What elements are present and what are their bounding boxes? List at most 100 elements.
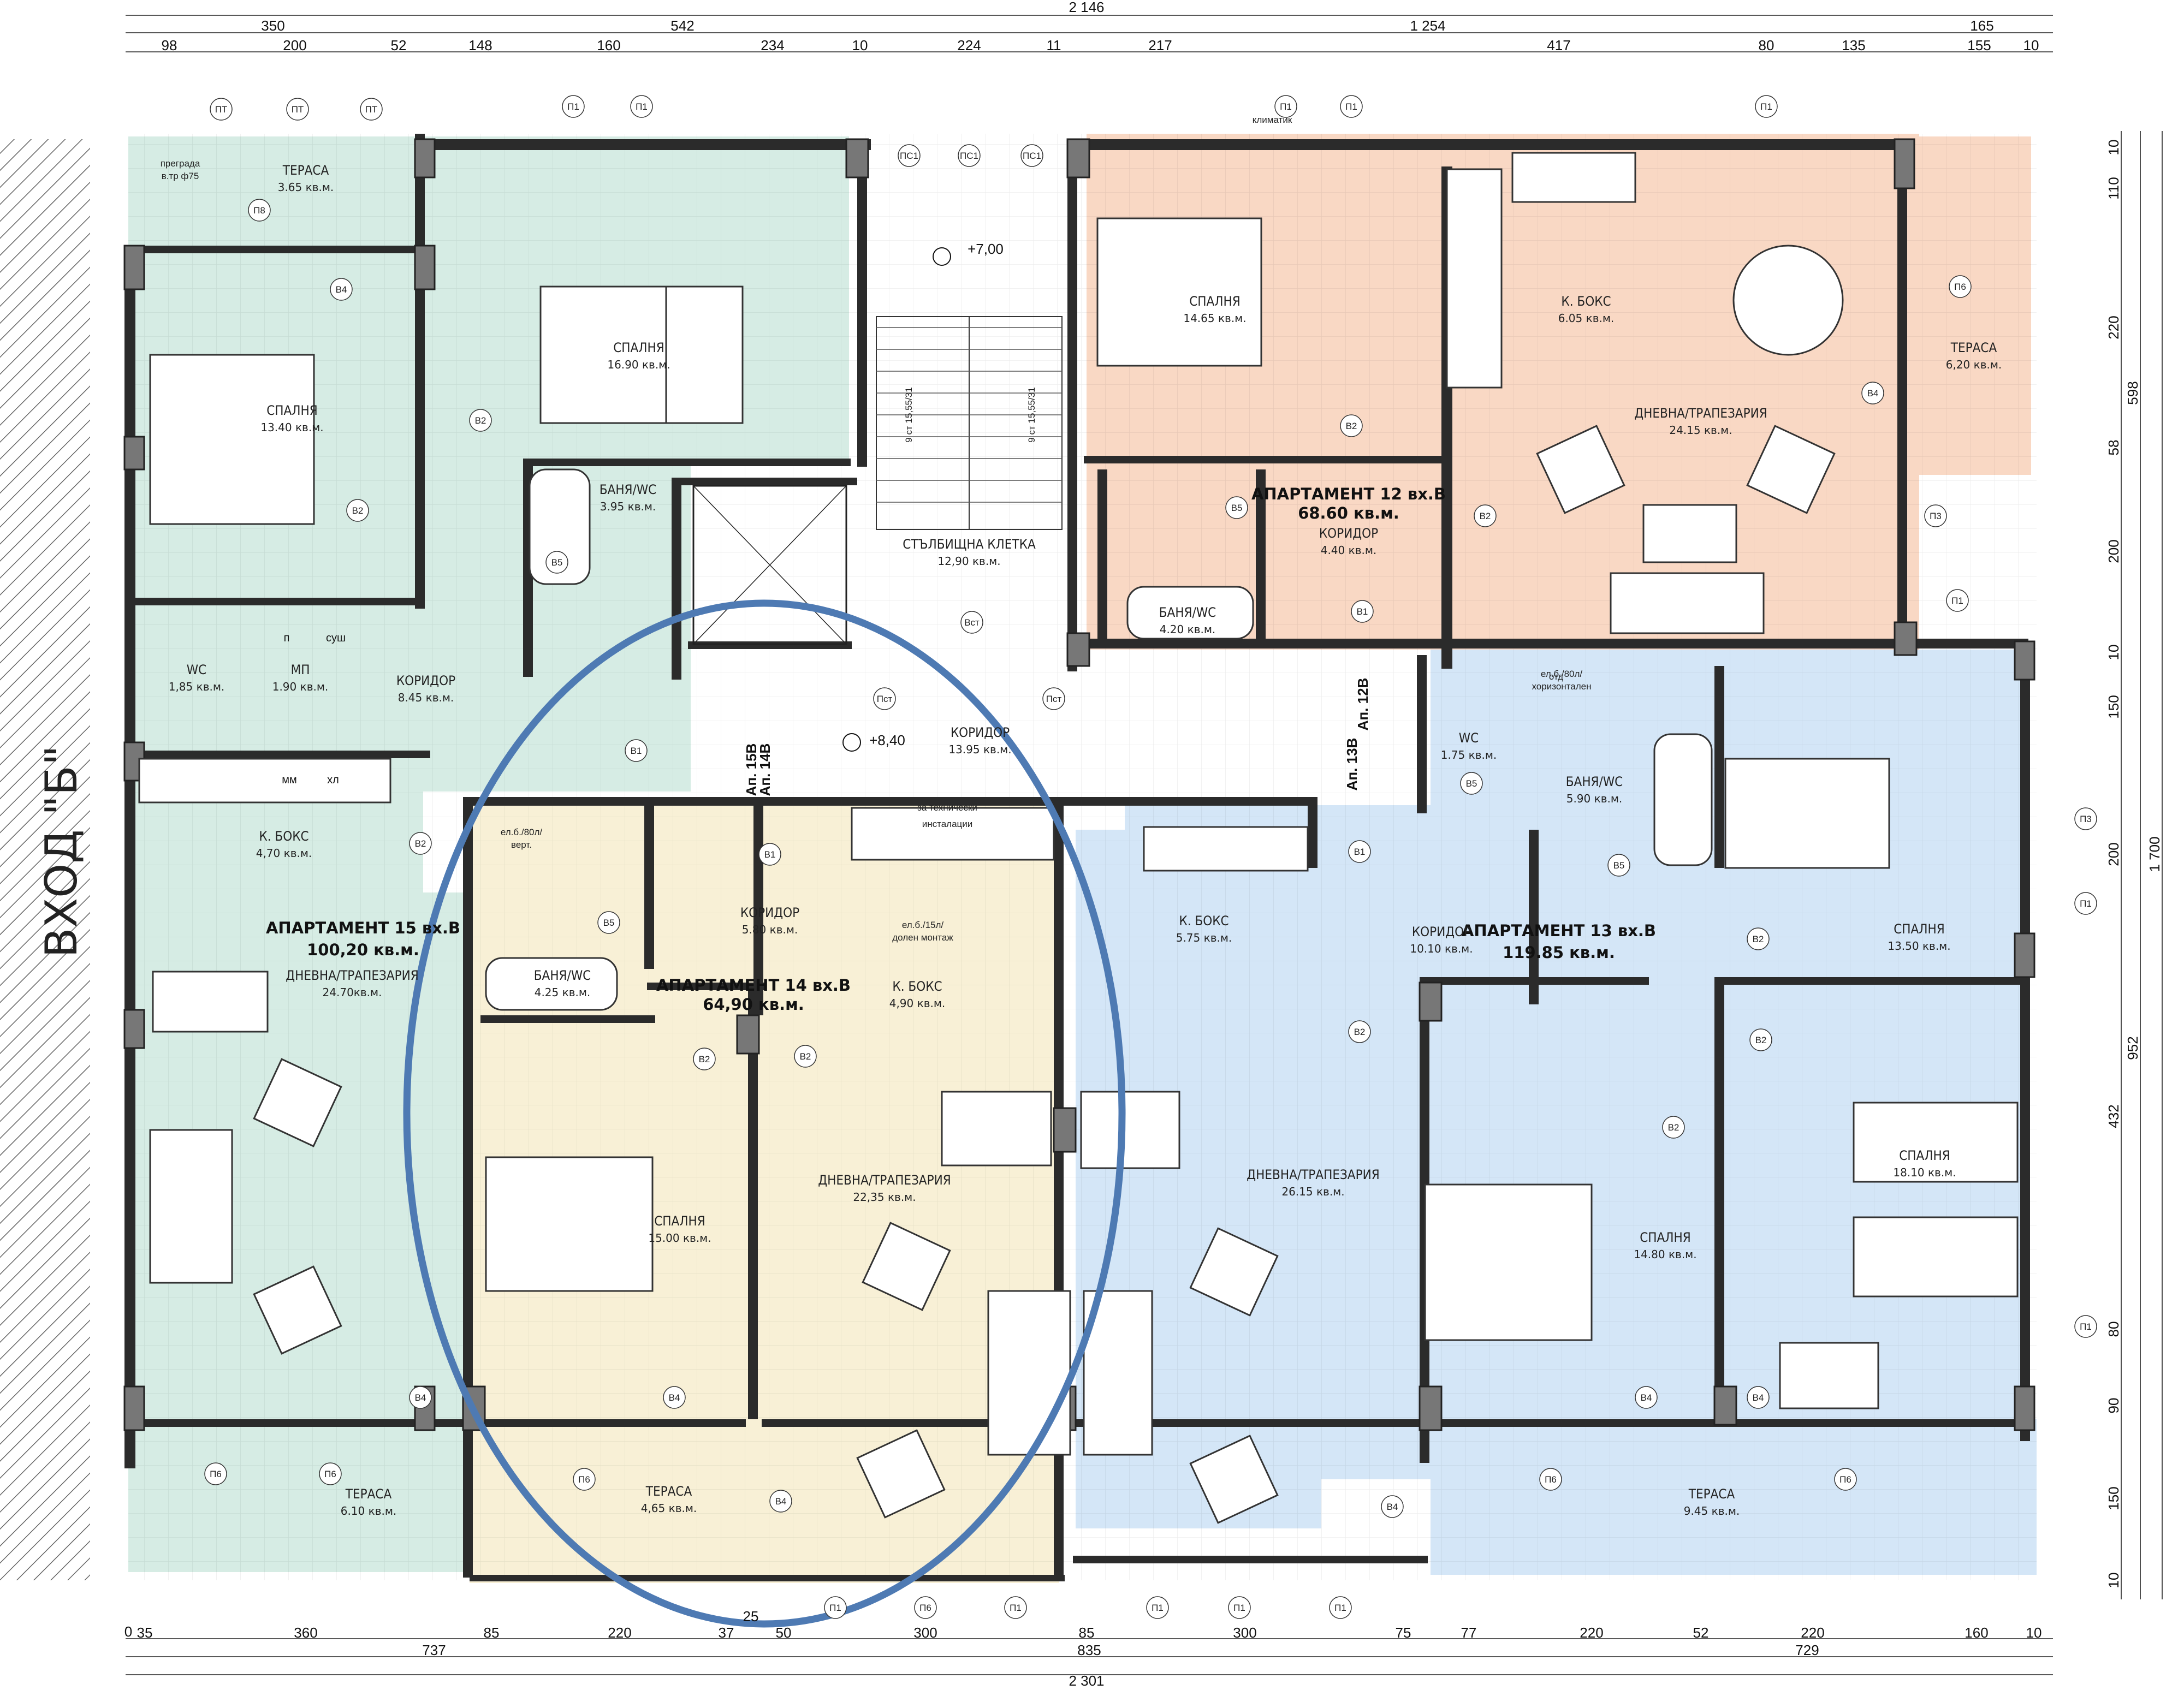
entrance-label: ВХОД "Б" bbox=[36, 745, 87, 957]
tag-b4-7: В4 bbox=[1753, 1393, 1764, 1403]
tag-b5-3: В5 bbox=[1231, 503, 1243, 513]
apt12-title: АПАРТАМЕНТ 12 вх.В bbox=[1251, 485, 1446, 503]
dim-right-r3-1: 110 bbox=[2105, 177, 2122, 199]
r13-terrace-name: ТЕРАСА bbox=[1688, 1486, 1735, 1502]
ap12b-label: Ап. 12В bbox=[1355, 678, 1371, 731]
tag-b1-4: В1 bbox=[1354, 847, 1366, 857]
dim-top-r2-2: 1 254 bbox=[1410, 17, 1445, 34]
r12-terrace-area: 6,20 кв.м. bbox=[1946, 358, 2002, 371]
r13-bed1-area: 13.50 кв.м. bbox=[1888, 939, 1950, 953]
r15-living-area: 24.70кв.м. bbox=[323, 986, 382, 999]
tag-p1-8: П1 bbox=[1152, 1603, 1164, 1613]
tag-p1-7: П1 bbox=[1010, 1603, 1022, 1613]
dim-top-r3-2: 52 bbox=[391, 37, 407, 53]
tag-ps1-2: ПС1 bbox=[960, 151, 978, 161]
dim-right-r3-9: 80 bbox=[2105, 1322, 2122, 1337]
tag-p1-5: П1 bbox=[1760, 102, 1772, 112]
r15-bed2-area: 16.90 кв.м. bbox=[607, 358, 670, 371]
tag-p6-1: П6 bbox=[1954, 282, 1966, 292]
vtr-label: в.тр ф75 bbox=[162, 171, 199, 181]
tag-b2-9: В2 bbox=[1755, 1035, 1767, 1045]
dim-bot-r3-5: 37 bbox=[719, 1624, 734, 1641]
pregrada-label: преграда bbox=[161, 158, 200, 169]
r13-bed3-area: 14.80 кв.м. bbox=[1634, 1248, 1696, 1261]
neighbour-hatch bbox=[0, 139, 90, 1580]
tag-p1-1: П1 bbox=[567, 102, 579, 112]
r15-wc-area: 1,85 кв.м. bbox=[169, 680, 225, 693]
tag-ps1-3: ПС1 bbox=[1023, 151, 1041, 161]
dim-top-r3-13: 155 bbox=[1967, 37, 1991, 53]
dim-top-r3-3: 148 bbox=[468, 37, 492, 53]
dim-bot-r3-1: 35 bbox=[137, 1624, 153, 1641]
dim-bot-r3-13: 220 bbox=[1580, 1624, 1603, 1641]
hor-label: хоризонтален bbox=[1532, 681, 1592, 692]
dim-top-r3-7: 224 bbox=[957, 37, 981, 53]
tag-p8: П8 bbox=[253, 205, 265, 216]
dim-right-r3-3: 58 bbox=[2105, 440, 2122, 456]
r13-living-area: 26.15 кв.м. bbox=[1281, 1185, 1344, 1198]
r14-bed-name: СПАЛНЯ bbox=[654, 1213, 705, 1229]
tag-pt-3: ПТ bbox=[365, 104, 378, 115]
tag-p1-2: П1 bbox=[636, 102, 648, 112]
r12-bed-area: 14.65 кв.м. bbox=[1183, 312, 1246, 325]
dim-bot-r3-12: 77 bbox=[1461, 1624, 1477, 1641]
hl-label: хл bbox=[327, 774, 339, 786]
dim-right-r3-4: 200 bbox=[2105, 539, 2122, 563]
dim-top-r3-10: 417 bbox=[1547, 37, 1570, 53]
r15-terrace-top-area: 3.65 кв.м. bbox=[278, 181, 334, 194]
tag-p6-7: П6 bbox=[919, 1603, 931, 1613]
r15-terrace-bot-area: 6.10 кв.м. bbox=[341, 1504, 397, 1518]
tag-b2-10: В2 bbox=[1354, 1027, 1366, 1037]
dim-bot-r3-14: 52 bbox=[1693, 1624, 1709, 1641]
tag-b4-5: В4 bbox=[1387, 1502, 1398, 1512]
dim-bot-r3-9: 85 bbox=[1079, 1624, 1095, 1641]
r15-bed1-name: СПАЛНЯ bbox=[266, 403, 318, 418]
sush-label: суш bbox=[326, 632, 346, 644]
level-top: +7,00 bbox=[968, 241, 1004, 257]
dim-right-r2-0: 598 bbox=[2124, 381, 2141, 404]
r14-corr-name: КОРИДОР bbox=[740, 905, 799, 920]
r12-bed-name: СПАЛНЯ bbox=[1189, 294, 1241, 309]
dim-bot-r3-15: 220 bbox=[1801, 1624, 1824, 1641]
tag-b5-5: В5 bbox=[1613, 860, 1625, 871]
ap15b-label: Ап. 15В bbox=[743, 743, 759, 796]
stair-area: 12,90 кв.м. bbox=[937, 555, 1000, 568]
tag-p6-3: П6 bbox=[324, 1469, 336, 1479]
tag-b2-6: В2 bbox=[1346, 421, 1357, 431]
apartment-titles: АПАРТАМЕНТ 15 вх.В 100,20 кв.м. АПАРТАМЕ… bbox=[266, 485, 1656, 1014]
r15-bath-area: 3.95 кв.м. bbox=[600, 500, 656, 513]
r13-bed2-name: СПАЛНЯ bbox=[1899, 1148, 1950, 1163]
r13-kbox-area: 5.75 кв.м. bbox=[1176, 931, 1232, 944]
dim-bot-r3-0: 0 bbox=[124, 1623, 132, 1640]
tag-p1-6: П1 bbox=[829, 1603, 841, 1613]
tag-p6-4: П6 bbox=[578, 1474, 590, 1485]
r12-bath-area: 4.20 кв.м. bbox=[1160, 623, 1216, 636]
tag-pst-1: Пст bbox=[877, 694, 893, 704]
dim-top-r3-5: 234 bbox=[761, 37, 784, 53]
r15-wc-name: WC bbox=[187, 662, 206, 677]
apt14-area: 64,90 кв.м. bbox=[703, 995, 804, 1014]
r13-bath-name: БАНЯ/WC bbox=[1566, 774, 1623, 789]
r12-corr-area: 4.40 кв.м. bbox=[1321, 544, 1377, 557]
dim-right-total: 1 700 bbox=[2146, 836, 2163, 872]
dim-bot-r2-2: 729 bbox=[1795, 1642, 1819, 1658]
dim-right-r3-6: 150 bbox=[2105, 695, 2122, 718]
tag-b5-1: В5 bbox=[551, 557, 563, 568]
r15-corr-area: 8.45 кв.м. bbox=[398, 691, 454, 704]
tag-b1-3: В1 bbox=[1357, 606, 1368, 617]
tag-b2-11: В2 bbox=[1668, 1122, 1679, 1133]
r15-corr-name: КОРИДОР bbox=[396, 673, 455, 688]
tag-b4-3: В4 bbox=[669, 1393, 680, 1403]
tag-p1-3: П1 bbox=[1280, 102, 1292, 112]
r15-bed2-name: СПАЛНЯ bbox=[613, 340, 664, 355]
r13-terrace-area: 9.45 кв.м. bbox=[1684, 1504, 1740, 1518]
tag-b2-7: В2 bbox=[1480, 511, 1491, 521]
tag-b2-3: В2 bbox=[699, 1054, 710, 1064]
dim-bot-r3-2: 360 bbox=[294, 1624, 317, 1641]
tag-p1-11: П1 bbox=[2080, 898, 2092, 909]
r15-living-name: ДНЕВНА/ТРАПЕЗАРИЯ bbox=[286, 968, 418, 983]
dolen-label: долен монтаж bbox=[892, 932, 953, 943]
opening-tags: ПТ ПТ ПТ П1 П1 ПС1 ПС1 ПС1 П1 П1 П1 П8 В… bbox=[204, 95, 2097, 1619]
r13-wc-area: 1.75 кв.м. bbox=[1441, 748, 1497, 761]
vert-label: верт. bbox=[511, 840, 532, 850]
